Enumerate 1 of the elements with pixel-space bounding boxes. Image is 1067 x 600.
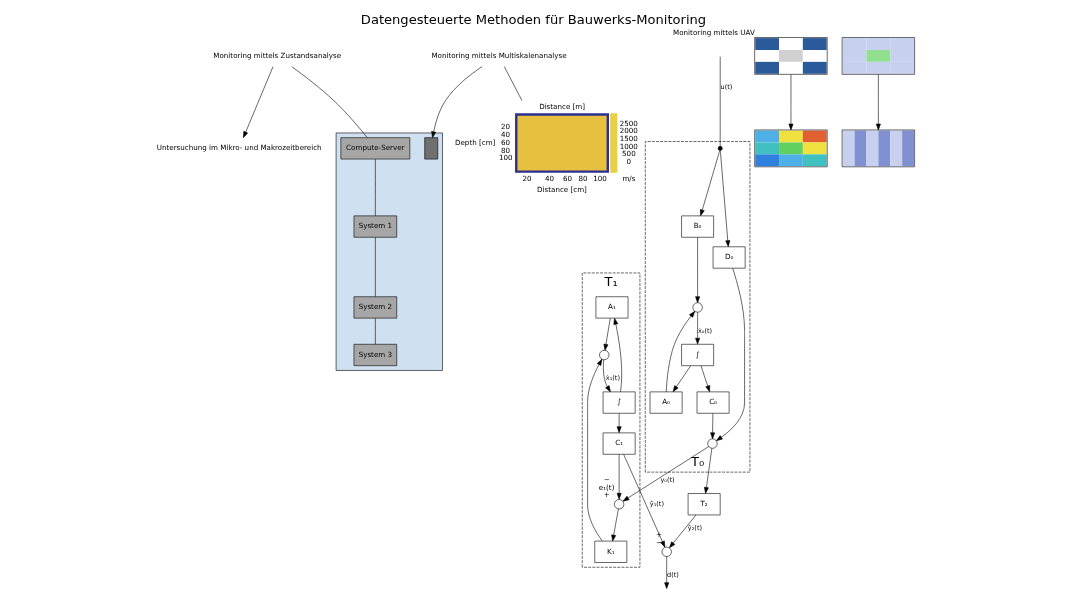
diagram-title: Datengesteuerte Methoden für Bauwerks-Monitoring bbox=[360, 11, 707, 27]
